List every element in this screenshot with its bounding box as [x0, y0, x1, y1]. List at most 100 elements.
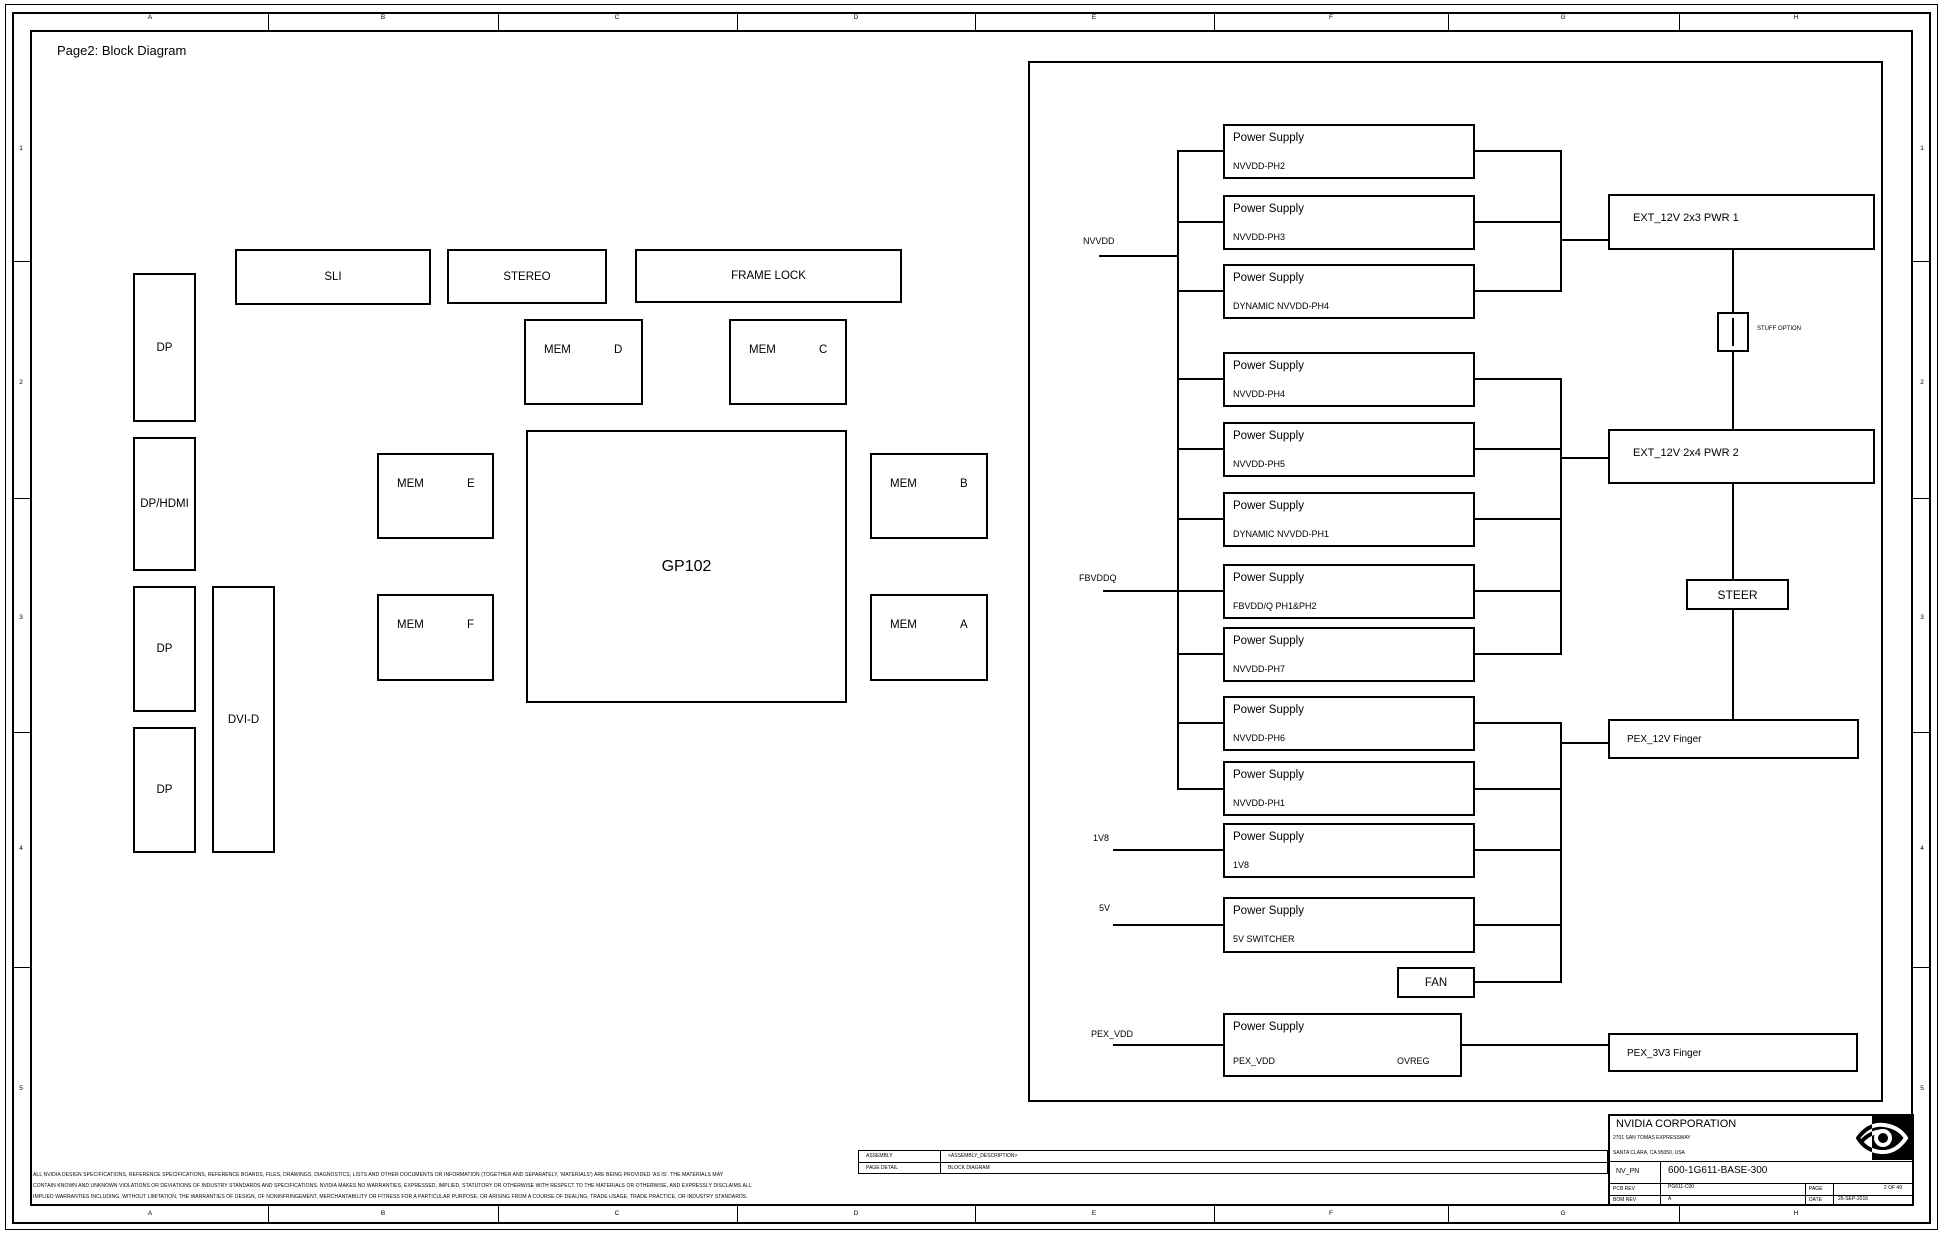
mem-e-label: MEM	[397, 478, 424, 490]
power-supply-title: Power Supply	[1233, 500, 1304, 512]
wire-stub	[1475, 378, 1560, 380]
assembly-table-divider	[940, 1150, 941, 1174]
border-tick	[268, 1206, 269, 1224]
border-tick	[1913, 498, 1931, 499]
wire-stub	[1475, 290, 1560, 292]
wire-stub	[1177, 722, 1223, 724]
block-steer: STEER	[1686, 579, 1789, 610]
block-ext-12v-2x4-pwr2: EXT_12V 2x4 PWR 2	[1608, 429, 1875, 484]
power-supply-title: Power Supply	[1233, 635, 1304, 647]
title-block-line	[1833, 1183, 1834, 1206]
block-gp102: GP102	[526, 430, 847, 703]
title-block	[1608, 1114, 1914, 1206]
power-supply-rail: NVVDD-PH5	[1233, 459, 1286, 469]
border-row-label: 1	[19, 145, 23, 152]
wire-stub	[1475, 590, 1560, 592]
pcb-rev-label: PCB REV	[1613, 1186, 1635, 1192]
wire-stub	[1475, 722, 1560, 724]
wire-steer-pex12v	[1732, 610, 1734, 719]
company-address-2: SANTA CLARA, CA 95050, USA	[1613, 1150, 1685, 1156]
wire-bus-group3	[1560, 722, 1562, 983]
wire-5v	[1113, 924, 1223, 926]
block-dp-1: DP	[133, 273, 196, 422]
block-dp-hdmi: DP/HDMI	[133, 437, 196, 571]
border-tick	[1448, 1206, 1449, 1224]
page-number: 2 OF 49	[1883, 1185, 1902, 1191]
company-address-1: 2701 SAN TOMAS EXPRESSWAY	[1613, 1135, 1691, 1141]
block-dp-2: DP	[133, 586, 196, 712]
wire-stub	[1177, 378, 1223, 380]
mem-c-letter: C	[819, 344, 828, 356]
border-tick	[12, 498, 30, 499]
stuff-option-jumper	[1732, 318, 1734, 346]
border-tick	[268, 12, 269, 30]
block-mem-b: MEM B	[870, 453, 988, 539]
border-tick	[498, 12, 499, 30]
power-supply-title: Power Supply	[1233, 769, 1304, 781]
mem-a-letter: A	[960, 619, 968, 631]
wire-stub	[1475, 653, 1560, 655]
border-tick	[975, 12, 976, 30]
block-pex-12v-finger: PEX_12V Finger	[1608, 719, 1859, 759]
title-block-line	[1608, 1161, 1914, 1162]
date-label: DATE	[1809, 1197, 1822, 1203]
border-column-label: D	[853, 14, 859, 21]
nv-pn-value: 600-1G611-BASE-300	[1668, 1165, 1768, 1176]
title-block-line	[1805, 1183, 1806, 1206]
border-row-label: 2	[1920, 379, 1924, 386]
border-row-label: 2	[19, 379, 23, 386]
block-frame-lock: FRAME LOCK	[635, 249, 902, 303]
mem-b-letter: B	[960, 478, 968, 490]
power-supply-rail: NVVDD-PH6	[1233, 733, 1286, 743]
assembly-table-divider	[858, 1162, 1608, 1163]
wire-stub	[1177, 290, 1223, 292]
power-supply-title: Power Supply	[1233, 132, 1304, 144]
power-supply-title: Power Supply	[1233, 572, 1304, 584]
rail-label-fbvddq: FBVDDQ	[1079, 573, 1117, 583]
border-tick	[498, 1206, 499, 1224]
border-tick	[1913, 967, 1931, 968]
nvidia-eye-logo	[1856, 1122, 1909, 1155]
rail-label-nvvdd: NVVDD	[1083, 236, 1115, 246]
border-tick	[1679, 12, 1680, 30]
border-column-label: B	[380, 14, 386, 21]
block-dp-2-label: DP	[156, 643, 173, 655]
block-stereo: STEREO	[447, 249, 607, 304]
power-supply-title: Power Supply	[1233, 203, 1304, 215]
block-dp-3: DP	[133, 727, 196, 853]
page-title: Page2: Block Diagram	[57, 43, 187, 58]
block-fan: FAN	[1397, 967, 1475, 998]
fan-label: FAN	[1424, 976, 1448, 989]
wire-pex-out	[1462, 1044, 1608, 1046]
border-column-label: C	[614, 14, 620, 21]
power-supply-rail: FBVDD/Q PH1&PH2	[1233, 601, 1317, 611]
power-supply-rail: NVVDD-PH7	[1233, 664, 1286, 674]
wire-pex-vdd	[1113, 1044, 1223, 1046]
assembly-description: <ASSEMBLY_DESCRIPTION>	[948, 1153, 1018, 1159]
border-column-label: F	[1329, 14, 1333, 21]
wire-pwr1-stuff	[1732, 250, 1734, 312]
power-supply-rail: NVVDD-PH1	[1233, 798, 1286, 808]
power-supply-rail: 5V SWITCHER	[1233, 934, 1295, 944]
ext-12v-pwr2-label: EXT_12V 2x4 PWR 2	[1633, 447, 1739, 459]
ovreg-tag: OVREG	[1397, 1056, 1430, 1066]
mem-a-label: MEM	[890, 619, 917, 631]
block-dvi-d: DVI-D	[212, 586, 275, 853]
border-column-label: D	[853, 1210, 859, 1217]
power-supply-title: Power Supply	[1233, 1021, 1304, 1033]
assembly-label: ASSEMBLY	[866, 1153, 893, 1159]
gp102-label: GP102	[661, 557, 712, 575]
title-block-line	[1608, 1183, 1914, 1184]
block-dp-hdmi-label: DP/HDMI	[140, 498, 189, 510]
mem-b-label: MEM	[890, 478, 917, 490]
wire-stub	[1177, 150, 1223, 152]
power-supply-rail: 1V8	[1233, 860, 1250, 870]
wire-stub	[1177, 788, 1223, 790]
